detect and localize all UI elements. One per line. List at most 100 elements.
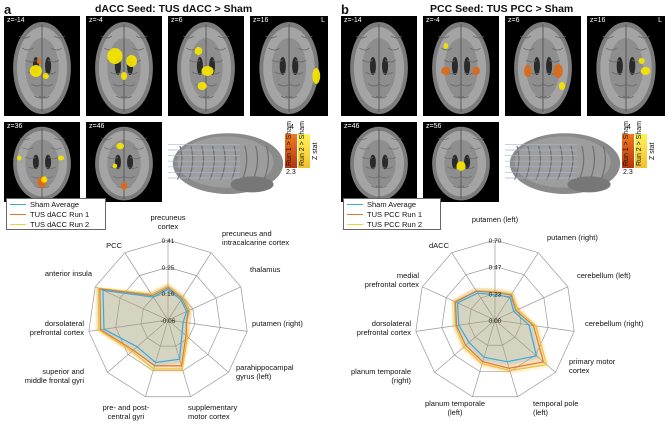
slice-z-label: z=-14 — [344, 17, 362, 24]
radar-tick-label: 0.47 — [489, 264, 502, 271]
legend-item-run2: TUS dACC Run 2 — [7, 219, 105, 229]
radar-grid-ring — [415, 239, 575, 398]
brain-axial-slice: z=-4 — [86, 16, 162, 116]
brain-axial-slice: z=16 L — [587, 16, 665, 116]
legend-swatch-run2 — [10, 223, 26, 225]
radar-spoke — [124, 252, 169, 321]
slice-z-label: z=56 — [426, 123, 442, 130]
panel-b-colorbar-label2: Run 2 > Sham — [636, 121, 643, 166]
legend-swatch-run1 — [347, 213, 363, 215]
legend-swatch-run1 — [10, 213, 26, 215]
radar-grid-ring — [140, 292, 196, 347]
radar-series-band — [96, 283, 192, 370]
slice-z-label: z=16 — [590, 17, 606, 24]
radar-series-band — [451, 287, 547, 373]
panel-b-legend: Sham Average TUS PCC Run 1 TUS PCC Run 2 — [343, 198, 441, 230]
radar-spoke — [167, 252, 212, 321]
radar-category-label: cerebellum (right) — [585, 319, 644, 328]
brain-axial-slice: z=16 L — [250, 16, 328, 116]
legend-item-run2: TUS PCC Run 2 — [344, 219, 440, 229]
panel-a-colorbar-run1 — [285, 134, 297, 168]
radar-series-line — [454, 290, 545, 369]
radar-spoke — [472, 319, 496, 397]
radar-spoke — [95, 286, 169, 321]
brain-axial-slice: z=6 — [168, 16, 244, 116]
slice-z-label: z=16 — [253, 17, 269, 24]
radar-tick-label: -0.06 — [161, 318, 176, 325]
radar-spoke — [167, 319, 229, 373]
radar-category-label: anterior insula — [45, 269, 93, 278]
radar-grid-ring — [88, 239, 248, 398]
radar-series-band — [450, 287, 550, 375]
panel-b-colorbar-stat: Z stat — [649, 142, 656, 160]
panel-a-legend: Sham Average TUS dACC Run 1 TUS dACC Run… — [6, 198, 106, 230]
brain-axial-slice: z=46 — [341, 122, 417, 202]
legend-swatch-sham — [10, 203, 26, 205]
slice-z-label: z=36 — [7, 123, 23, 130]
legend-item-run1: TUS dACC Run 1 — [7, 209, 105, 219]
panel-b-letter: b — [341, 2, 349, 17]
radar-category-label: planum temporale(left) — [425, 399, 485, 417]
radar-spoke — [494, 319, 575, 332]
radar-tick-label: 0.23 — [489, 292, 502, 299]
brain-axial-slice: z=-4 — [423, 16, 499, 116]
radar-series-line — [456, 292, 538, 363]
radar-tick-label: 0.10 — [162, 291, 175, 298]
panel-a-colorbar-stat: Z stat — [312, 142, 319, 160]
slice-z-label: z=46 — [344, 123, 360, 130]
radar-series-line — [99, 286, 189, 367]
panel-a-colorbar-max: 4 — [290, 124, 294, 131]
slice-z-label: z=6 — [508, 17, 520, 24]
panel-a-colorbar-run2 — [298, 134, 310, 168]
panel-b-colorbar-min: 2.3 — [623, 169, 633, 176]
brain-axial-slice: z=-14 — [341, 16, 417, 116]
radar-category-label: putamen (left) — [472, 215, 519, 224]
brain-sagittal-render — [505, 122, 625, 202]
brain-axial-slice: z=6 — [505, 16, 581, 116]
radar-category-label: dACC — [429, 241, 450, 250]
slice-z-label: z=6 — [171, 17, 183, 24]
brain-axial-slice: z=36 — [4, 122, 80, 202]
panel-a-colorbar-min: 2.3 — [286, 169, 296, 176]
radar-category-label: putamen (right) — [547, 233, 598, 242]
radar-spoke — [494, 319, 556, 373]
radar-category-label: planum temporale(right) — [351, 367, 412, 385]
legend-item-sham: Sham Average — [344, 199, 440, 209]
panel-b-colorbar-run1 — [622, 134, 634, 168]
radar-spoke — [494, 252, 539, 321]
radar-spoke — [422, 286, 496, 321]
brain-axial-slice: z=46 — [86, 122, 162, 202]
radar-grid-ring — [441, 265, 549, 372]
radar-series-line — [97, 285, 191, 370]
orientation-label: L — [658, 17, 662, 24]
radar-grid-ring — [115, 266, 221, 371]
radar-category-label: putamen (right) — [252, 319, 303, 328]
panel-b-colorbar-run2 — [635, 134, 647, 168]
radar-spoke — [145, 319, 169, 397]
radar-category-label: PCC — [106, 241, 122, 250]
slice-z-label: z=-4 — [426, 17, 440, 24]
radar-spoke — [434, 319, 496, 373]
orientation-label: L — [321, 17, 325, 24]
panel-a-title: dACC Seed: TUS dACC > Sham — [95, 3, 253, 15]
panel-a-colorbar-label2: Run 2 > Sham — [299, 121, 306, 166]
radar-tick-label: 0.41 — [162, 238, 175, 245]
radar-category-label: pre- and post-central gyri — [103, 403, 150, 421]
panel-b-colorbar-max: 4 — [627, 124, 631, 131]
radar-spoke — [494, 286, 568, 321]
panel-a-colorbar-label1: Run 1 > Sham — [286, 121, 293, 166]
radar-series-band — [453, 289, 540, 366]
radar-spoke — [88, 319, 169, 332]
panel-a-letter: a — [4, 2, 12, 17]
panel-b-title: PCC Seed: TUS PCC > Sham — [430, 3, 574, 15]
panel-b-colorbar-label1: Run 1 > Sham — [623, 121, 630, 166]
radar-series-line — [102, 288, 188, 364]
